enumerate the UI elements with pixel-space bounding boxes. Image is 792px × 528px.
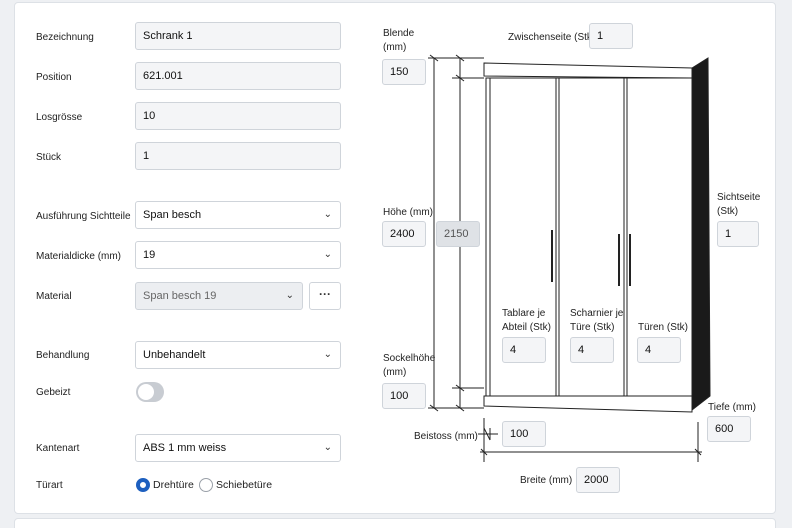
chevron-down-icon: ⌄ <box>323 442 332 453</box>
next-card <box>14 518 776 528</box>
materialdicke-label: Materialdicke (mm) <box>36 251 122 262</box>
zwischenseite-label: Zwischenseite (Stk) <box>508 32 596 43</box>
behandlung-value: Unbehandelt <box>143 349 206 361</box>
ausfuehrung-label: Ausführung Sichtteile <box>36 211 131 222</box>
drehtuere-label: Drehtüre <box>153 479 194 491</box>
tiefe-label: Tiefe (mm) <box>708 402 756 413</box>
tuerart-label: Türart <box>36 480 63 491</box>
stueck-label: Stück <box>36 152 62 163</box>
blende-panel <box>483 62 693 79</box>
ausfuehrung-value: Span besch <box>143 209 202 221</box>
blende-label-2: (mm) <box>383 42 407 53</box>
materialdicke-value: 19 <box>143 249 156 261</box>
material-value: Span besch 19 <box>143 290 217 302</box>
sockelhoehe-input[interactable]: 100 <box>382 383 426 409</box>
tablare-input[interactable]: 4 <box>502 337 546 363</box>
zwischenseite-input[interactable]: 1 <box>589 23 633 49</box>
sockelhoehe-label-1: Sockelhöhe <box>383 353 436 364</box>
bezeichnung-label: Bezeichnung <box>36 32 94 43</box>
breite-input[interactable]: 2000 <box>576 467 620 493</box>
drehtuere-radio[interactable] <box>136 478 150 492</box>
gebeizt-toggle[interactable] <box>136 382 164 402</box>
material-select[interactable]: Span besch 19 ⌄ <box>135 282 303 310</box>
material-label: Material <box>36 291 72 302</box>
behandlung-select[interactable]: Unbehandelt ⌄ <box>135 341 341 369</box>
tablare-label-1: Tablare je <box>502 307 546 320</box>
schiebetuere-radio[interactable] <box>199 478 213 492</box>
tablare-label-2: Abteil (Stk) <box>502 321 551 334</box>
bezeichnung-input[interactable]: Schrank 1 <box>135 22 341 50</box>
materialdicke-select[interactable]: 19 ⌄ <box>135 241 341 269</box>
hoehe-computed: 2150 <box>436 221 480 247</box>
position-input[interactable]: 621.001 <box>135 62 341 90</box>
ausfuehrung-select[interactable]: Span besch ⌄ <box>135 201 341 229</box>
tiefe-input[interactable]: 600 <box>707 416 751 442</box>
gebeizt-label: Gebeizt <box>36 387 71 398</box>
chevron-down-icon: ⌄ <box>323 209 332 220</box>
tueren-input[interactable]: 4 <box>637 337 681 363</box>
sichtseite-label-1: Sichtseite <box>717 192 761 203</box>
kantenart-select[interactable]: ABS 1 mm weiss ⌄ <box>135 434 341 462</box>
toggle-knob <box>138 384 154 400</box>
position-label: Position <box>36 72 72 83</box>
hoehe-input[interactable]: 2400 <box>382 221 426 247</box>
chevron-down-icon: ⌄ <box>323 349 332 360</box>
tueren-label: Türen (Stk) <box>638 321 689 334</box>
sichtseite-label-2: (Stk) <box>717 206 739 217</box>
scharnier-label-2: Türe (Stk) <box>570 321 615 334</box>
side-panel <box>691 57 711 412</box>
ellipsis-icon: ··· <box>319 287 331 301</box>
blende-label-1: Blende <box>383 28 415 39</box>
schiebetuere-label: Schiebetüre <box>216 479 273 491</box>
stueck-input[interactable]: 1 <box>135 142 341 170</box>
breite-label: Breite (mm) <box>520 475 573 486</box>
scharnier-label-1: Scharnier je <box>570 307 624 320</box>
kantenart-label: Kantenart <box>36 443 80 454</box>
sichtseite-input[interactable]: 1 <box>717 221 759 247</box>
kantenart-value: ABS 1 mm weiss <box>143 442 227 454</box>
behandlung-label: Behandlung <box>36 350 90 361</box>
scharnier-input[interactable]: 4 <box>570 337 614 363</box>
blende-input[interactable]: 150 <box>382 59 426 85</box>
material-browse-button[interactable]: ··· <box>309 282 341 310</box>
beistoss-label: Beistoss (mm) <box>414 431 478 442</box>
sockel <box>483 395 693 413</box>
beistoss-input[interactable]: 100 <box>502 421 546 447</box>
losgroesse-label: Losgrösse <box>36 112 83 123</box>
chevron-down-icon: ⌄ <box>285 290 294 301</box>
chevron-down-icon: ⌄ <box>323 249 332 260</box>
losgroesse-input[interactable]: 10 <box>135 102 341 130</box>
hoehe-label: Höhe (mm) <box>383 207 434 218</box>
sockelhoehe-label-2: (mm) <box>383 367 407 378</box>
